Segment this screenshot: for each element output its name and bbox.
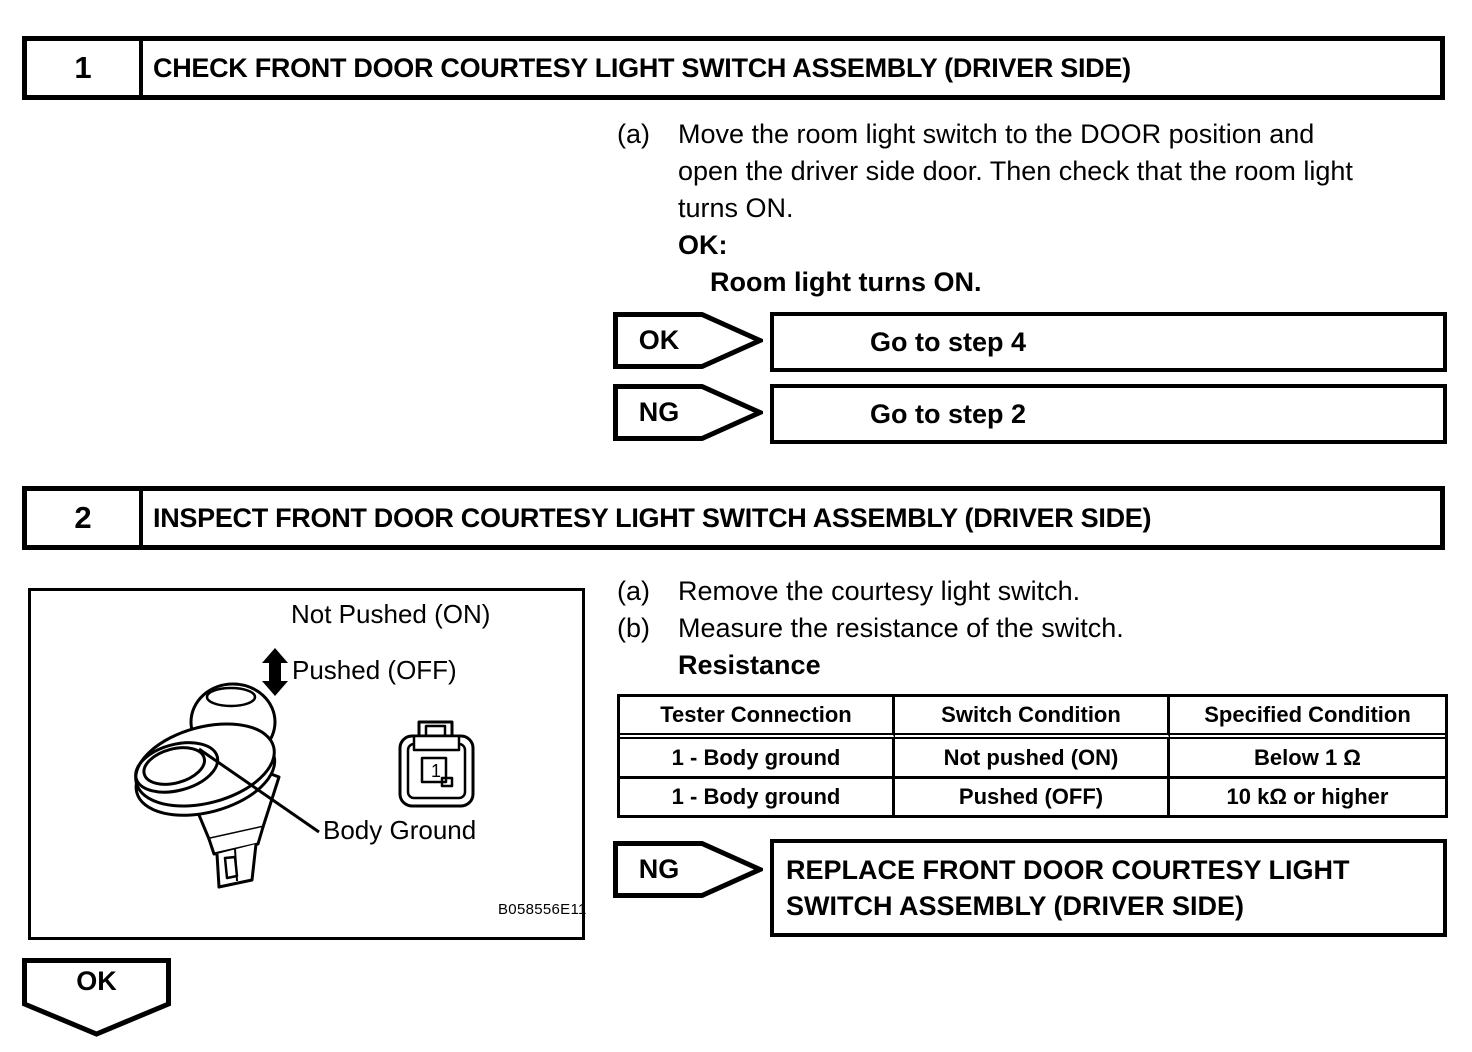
ok-action-box: Go to step 4 (770, 312, 1447, 372)
connector-icon: 1 (398, 720, 475, 808)
replace-action-box: REPLACE FRONT DOOR COURTESY LIGHT SWITCH… (770, 839, 1447, 937)
ng-action-text: Go to step 2 (870, 398, 1027, 429)
ok-action-text: Go to step 4 (870, 326, 1027, 357)
ng2-result-tag: NG (613, 841, 763, 898)
instruction-item-a: (a) Move the room light switch to the DO… (617, 116, 1465, 227)
table-cell: Pushed (OFF) (895, 779, 1170, 815)
connector-terminal-number: 1 (431, 761, 441, 781)
replace-action-line: REPLACE FRONT DOOR COURTESY LIGHT (786, 855, 1350, 885)
ok-continue-label: OK (76, 965, 117, 996)
up-down-arrow-icon (262, 648, 288, 696)
step1-header: 1 CHECK FRONT DOOR COURTESY LIGHT SWITCH… (22, 36, 1445, 100)
instruction-item-b: (b) Measure the resistance of the switch… (617, 610, 1465, 647)
ok-condition: Room light turns ON. (710, 267, 982, 297)
table-cell: Below 1 Ω (1170, 739, 1445, 779)
ng-action-box: Go to step 2 (770, 384, 1447, 444)
item-text: Move the room light switch to the DOOR p… (678, 116, 1353, 227)
table-header-cell: Switch Condition (895, 697, 1170, 739)
step2-header: 2 INSPECT FRONT DOOR COURTESY LIGHT SWIT… (22, 486, 1445, 550)
table-cell: 1 - Body ground (620, 739, 895, 779)
ng-result-tag: NG (613, 384, 763, 441)
right-arrow-pentagon-shape (613, 312, 763, 369)
instruction-item-a: (a) Remove the courtesy light switch. (617, 573, 1465, 610)
step2-instructions: (a) Remove the courtesy light switch. (b… (617, 573, 1465, 684)
item-text-line: Move the room light switch to the DOOR p… (678, 119, 1315, 149)
item-label: (b) (617, 613, 650, 643)
label-not-pushed: Not Pushed (ON) (291, 599, 491, 629)
resistance-table: Tester Connection Switch Condition Speci… (617, 694, 1448, 818)
ng2-tag-label: NG (638, 854, 680, 884)
courtesy-switch-illustration (134, 682, 320, 889)
table-cell: Not pushed (ON) (895, 739, 1170, 779)
table-cell: 1 - Body ground (620, 779, 895, 815)
table-cell: 10 kΩ or higher (1226, 784, 1389, 809)
figure-art: 1 (134, 648, 475, 889)
step1-number: 1 (27, 41, 143, 95)
right-arrow-pentagon-shape (613, 384, 763, 441)
item-text-line: turns ON. (678, 193, 794, 223)
step1-instructions: (a) Move the room light switch to the DO… (617, 116, 1465, 301)
step2-number: 2 (27, 491, 143, 545)
resistance-heading: Resistance (678, 650, 821, 680)
replace-action-line: SWITCH ASSEMBLY (DRIVER SIDE) (786, 891, 1245, 921)
item-text: Remove the courtesy light switch. (678, 576, 1081, 606)
step1-title: CHECK FRONT DOOR COURTESY LIGHT SWITCH A… (153, 52, 1131, 83)
leader-line (198, 747, 320, 834)
table-header-cell: Specified Condition (1170, 697, 1445, 739)
label-pushed: Pushed (OFF) (292, 655, 457, 685)
right-arrow-pentagon-shape (613, 841, 763, 898)
step2-title: INSPECT FRONT DOOR COURTESY LIGHT SWITCH… (153, 502, 1152, 533)
ok-result-tag: OK (613, 312, 763, 369)
item-label: (a) (617, 576, 650, 606)
ok-heading: OK: (678, 230, 728, 260)
table-header-cell: Tester Connection (620, 697, 895, 739)
label-body-ground: Body Ground (323, 815, 477, 845)
item-text: Measure the resistance of the switch. (678, 613, 1124, 643)
ng-tag-label: NG (638, 397, 680, 427)
figure-panel: 1 Not Pushed (ON) Pushed (OFF) Body Grou… (28, 588, 587, 940)
down-arrow-pentagon-shape (22, 958, 171, 1037)
item-label: (a) (617, 119, 650, 149)
item-text-line: open the driver side door. Then check th… (678, 156, 1353, 186)
ok-tag-label: OK (638, 325, 680, 355)
ok-continue-tag: OK (22, 958, 171, 1038)
figure-code: B058556E11 (498, 901, 587, 918)
